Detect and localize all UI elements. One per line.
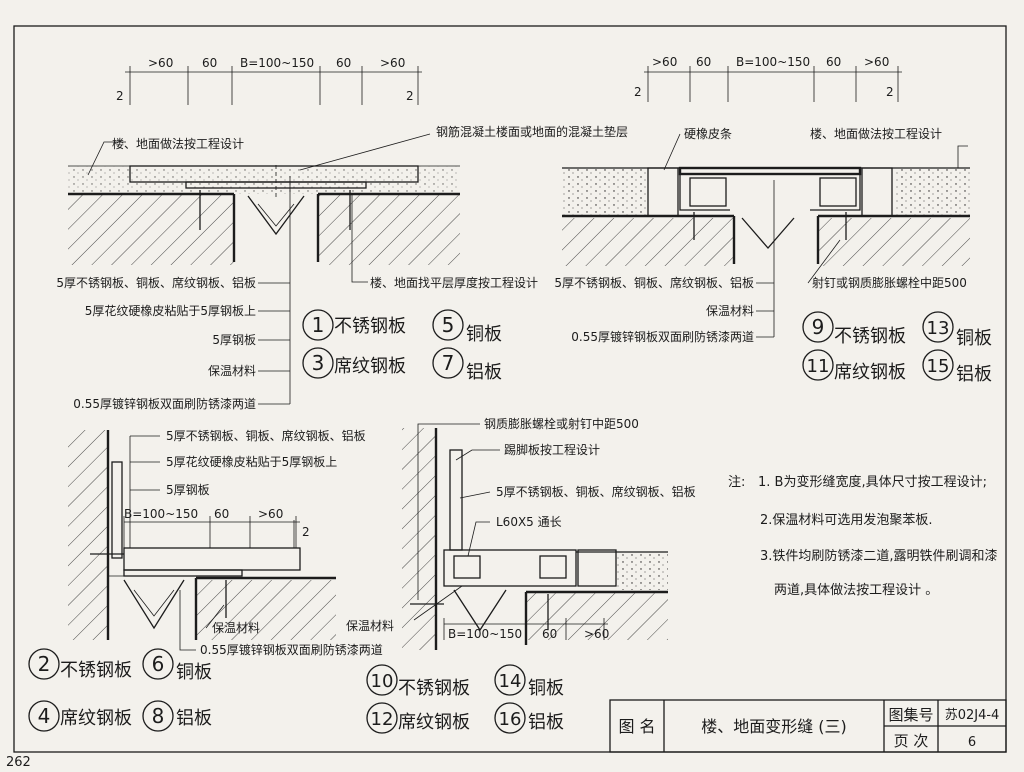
bc-legend-num-1: 14 [499, 671, 522, 692]
bl-rubber: 5厚花纹硬橡皮粘贴于5厚钢板上 [166, 454, 337, 469]
dim-tl-3: 60 [336, 56, 351, 70]
bc-dim-2: >60 [584, 627, 609, 641]
tl-plate-types: 5厚不锈钢板、铜板、席纹钢板、铝板 [56, 275, 256, 290]
tr-legend-text-3: 铝板 [956, 364, 992, 385]
bl-legend-num-3: 8 [152, 704, 165, 728]
dim-tr-2: B=100~150 [736, 55, 810, 69]
bc-legend-text-2: 席纹钢板 [398, 712, 470, 733]
bc-angle: L60X5 通长 [496, 515, 562, 529]
detail-bottom-center: B=100~150 60 >60 钢质膨胀螺栓或射钉中距500 踢脚板按工程设计… [346, 416, 696, 734]
tl-insulation: 保温材料 [208, 364, 256, 378]
bl-dim-2: >60 [258, 507, 283, 521]
notes: 注: 1. B为变形缝宽度,具体尺寸按工程设计; 2.保温材料可选用发泡聚苯板.… [728, 474, 998, 598]
note-1: 1. B为变形缝宽度,具体尺寸按工程设计; [758, 474, 987, 490]
bc-legend-text-0: 不锈钢板 [398, 678, 470, 699]
bl-legend-num-1: 6 [152, 652, 165, 676]
tl-legend-text-0: 不锈钢板 [334, 316, 406, 337]
dim-tr-1: 60 [696, 55, 711, 69]
bl-legend-text-3: 铝板 [176, 708, 212, 729]
bc-legend-num-2: 12 [371, 709, 394, 730]
bc-legend-num-0: 10 [371, 671, 394, 692]
dim-tl-2: B=100~150 [240, 56, 314, 70]
bc-skirting: 踢脚板按工程设计 [504, 442, 600, 457]
bl-legend-num-2: 4 [38, 704, 51, 728]
tr-galv: 0.55厚镀锌钢板双面刷防锈漆两道 [571, 329, 754, 344]
tl-steel5: 5厚钢板 [212, 333, 256, 347]
bl-legend-text-1: 铜板 [176, 662, 212, 683]
tr-legend-num-2: 11 [807, 356, 830, 377]
bc-insulation: 保温材料 [346, 619, 394, 633]
atlas-label: 图集号 [888, 706, 933, 724]
dim-tr-3: 60 [826, 55, 841, 69]
atlas-code: 苏02J4-4 [945, 707, 1000, 723]
title-name-label: 图 名 [618, 717, 655, 736]
dim-tr-2b: 2 [886, 85, 894, 99]
sheet-frame [13, 25, 1007, 753]
tr-legend-num-1: 13 [927, 318, 950, 339]
tr-legend-text-0: 不锈钢板 [834, 326, 906, 347]
bl-dim-0: B=100~150 [124, 507, 198, 521]
tl-legend-num-0: 1 [312, 313, 325, 337]
tl-legend-num-2: 3 [312, 351, 325, 375]
tl-legend-text-2: 席纹钢板 [334, 356, 406, 377]
page-label: 页 次 [894, 732, 929, 750]
tr-legend-text-1: 铜板 [956, 328, 992, 349]
tr-legend-num-0: 9 [812, 315, 825, 339]
bl-dim-2v: 2 [302, 525, 310, 539]
dim-tl-1: 60 [202, 56, 217, 70]
tl-concrete-layer: 钢筋混凝土楼面或地面的混凝土垫层 [436, 124, 628, 139]
book-page-number: 262 [6, 755, 31, 770]
bl-plate-types: 5厚不锈钢板、铜板、席纹钢板、铝板 [166, 428, 366, 443]
dim-tr-0: >60 [652, 55, 677, 69]
bc-dim-1: 60 [542, 627, 557, 641]
title-block: 图 名 楼、地面变形缝 (三) 图集号 苏02J4-4 页 次 6 [609, 699, 1007, 753]
detail-top-right: >60 60 B=100~150 60 >60 2 2 [554, 55, 992, 385]
bl-legend-text-2: 席纹钢板 [60, 708, 132, 729]
bc-legend-text-1: 铜板 [528, 678, 564, 699]
bl-insulation: 保温材料 [212, 621, 260, 635]
tr-hard-rubber: 硬橡皮条 [684, 127, 732, 141]
detail-bottom-left: B=100~150 60 >60 2 5厚不锈钢板、铜板、席纹钢板、铝板 5厚花… [28, 428, 383, 732]
dim-tr-4: >60 [864, 55, 889, 69]
bc-plate-types: 5厚不锈钢板、铜板、席纹钢板、铝板 [496, 484, 696, 499]
bl-steel5: 5厚钢板 [166, 483, 210, 497]
tl-legend-num-1: 5 [442, 313, 455, 337]
tr-insulation: 保温材料 [706, 304, 754, 318]
bc-dim-0: B=100~150 [448, 627, 522, 641]
note-2: 2.保温材料可选用发泡聚苯板. [760, 512, 933, 528]
tl-rubber: 5厚花纹硬橡皮粘贴于5厚钢板上 [85, 303, 256, 318]
note-3: 3.铁件均刷防锈漆二道,露明铁件刷调和漆 [760, 548, 998, 564]
tl-legend-text-1: 铜板 [466, 324, 502, 345]
bl-legend-num-0: 2 [38, 652, 51, 676]
bc-bolt: 钢质膨胀螺栓或射钉中距500 [484, 416, 639, 431]
bc-legend-num-3: 16 [499, 709, 522, 730]
tr-plate-types: 5厚不锈钢板、铜板、席纹钢板、铝板 [554, 275, 754, 290]
dim-tr-2a: 2 [634, 85, 642, 99]
detail-top-left: >60 60 B=100~150 60 >60 2 2 [56, 56, 628, 411]
bl-legend-text-0: 不锈钢板 [60, 660, 132, 681]
tr-legend-text-2: 席纹钢板 [834, 362, 906, 383]
tr-legend-num-3: 15 [927, 356, 950, 377]
note-3b: 两道,具体做法按工程设计 。 [774, 583, 938, 598]
tr-nail: 射钉或钢质膨胀螺栓中距500 [812, 275, 967, 290]
bl-dim-1: 60 [214, 507, 229, 521]
dim-tl-0: >60 [148, 56, 173, 70]
tl-legend-num-3: 7 [442, 351, 455, 375]
tl-legend-text-3: 铝板 [466, 362, 502, 383]
bl-galv: 0.55厚镀锌钢板双面刷防锈漆两道 [200, 642, 383, 657]
page-no: 6 [968, 735, 976, 750]
tl-floor-design: 楼、地面做法按工程设计 [112, 136, 244, 151]
dim-tl-4: >60 [380, 56, 405, 70]
bc-legend-text-3: 铝板 [528, 712, 564, 733]
tl-galv: 0.55厚镀锌钢板双面刷防锈漆两道 [73, 396, 256, 411]
tr-floor-design: 楼、地面做法按工程设计 [810, 126, 942, 141]
dim-tl-2b: 2 [406, 89, 414, 103]
tl-screed: 楼、地面找平层厚度按工程设计 [370, 275, 538, 290]
drawing-title: 楼、地面变形缝 (三) [701, 717, 847, 736]
notes-prefix: 注: [728, 475, 745, 490]
dim-tl-2a: 2 [116, 89, 124, 103]
